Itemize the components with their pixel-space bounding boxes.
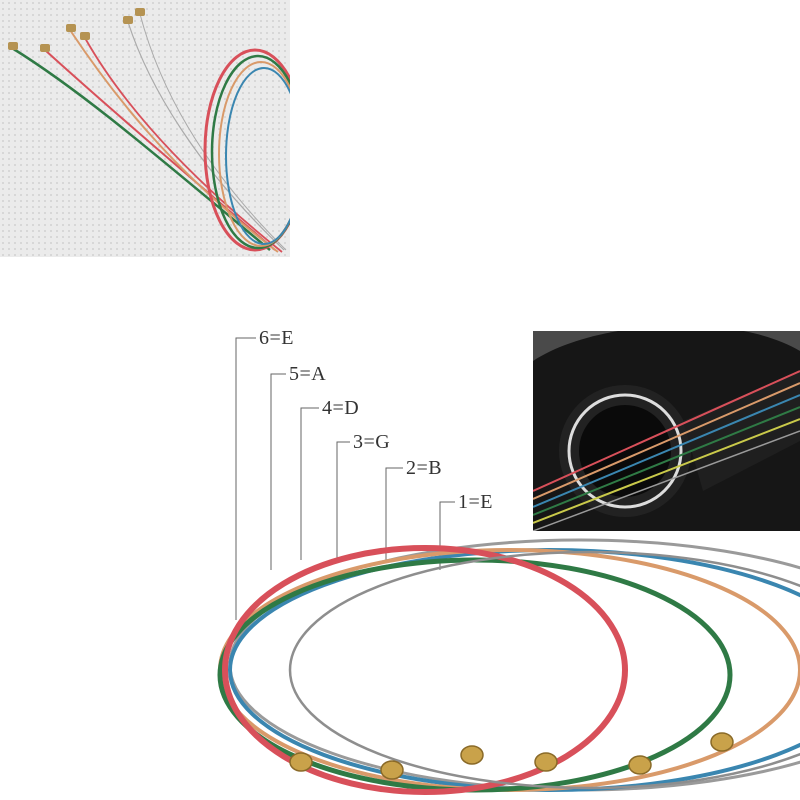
string-label-3: 3=G [353,431,391,453]
string-label-6: 6=E [259,327,294,349]
string-label-5: 5=A [289,363,327,385]
string-label-2: 2=B [406,457,443,479]
guitar-photo [533,331,800,531]
string-label-4: 4=D [322,397,360,419]
string-label-1: 1=E [458,491,493,513]
strings-photo-top [0,0,290,257]
coiled-strings [210,520,800,800]
